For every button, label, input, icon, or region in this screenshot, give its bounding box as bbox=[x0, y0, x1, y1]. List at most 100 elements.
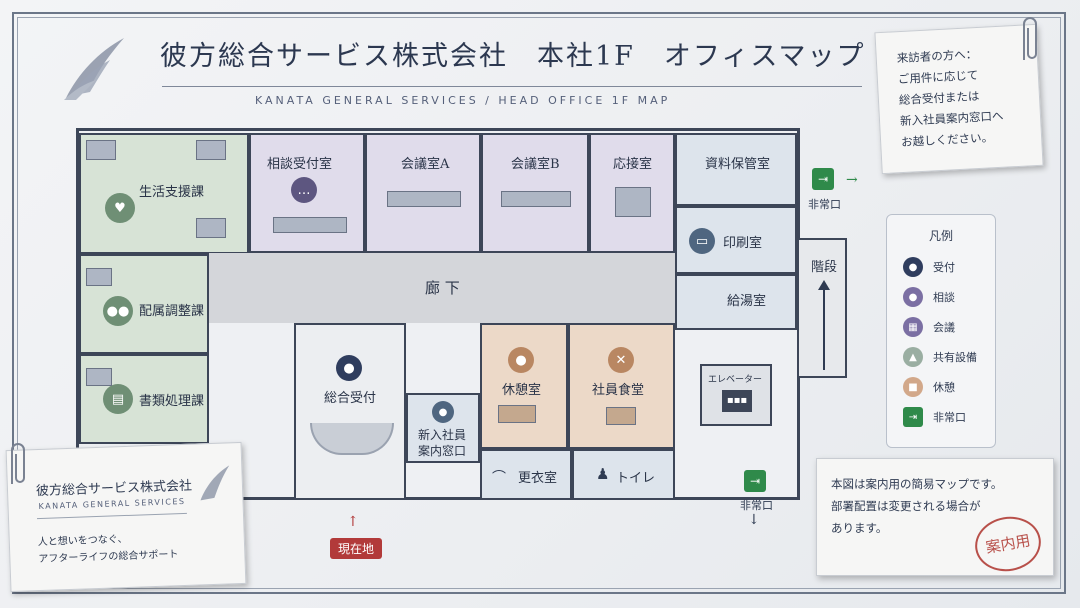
elevator[interactable]: エレベーター ▪▪▪ bbox=[700, 364, 772, 426]
room-label: 休憩室 bbox=[502, 383, 542, 398]
room-label: 社員食堂 bbox=[592, 383, 645, 398]
room-sougou[interactable]: ● 総合受付 bbox=[294, 323, 406, 500]
room-soudan[interactable]: 相談受付室 … bbox=[249, 133, 365, 253]
room-ousetsu[interactable]: 応接室 bbox=[589, 133, 675, 253]
desk bbox=[86, 368, 112, 386]
corridor-label: 廊 下 bbox=[425, 279, 460, 297]
counter bbox=[273, 217, 347, 233]
page-title: 彼方総合サービス株式会社 本社1F オフィスマップ bbox=[160, 41, 866, 72]
group-icon: ●● bbox=[103, 296, 133, 326]
stairs-arrow-icon bbox=[818, 280, 830, 370]
room-shiryou[interactable]: 資料保管室 bbox=[675, 133, 797, 206]
printer-icon: ▭ bbox=[689, 228, 715, 254]
desk bbox=[86, 268, 112, 286]
paperclip-icon bbox=[1023, 17, 1037, 60]
legend-item: ■ 休憩 bbox=[903, 377, 955, 397]
note-line: あります。 bbox=[831, 521, 888, 535]
utensils-icon: ✕ bbox=[608, 347, 634, 373]
card-company-en: KANATA GENERAL SERVICES bbox=[38, 496, 186, 512]
legend-label: 受付 bbox=[933, 261, 955, 274]
room-shokudou[interactable]: ✕ 社員食堂 bbox=[568, 323, 675, 449]
room-label: 会議室B bbox=[511, 157, 560, 172]
sofa-set bbox=[615, 187, 651, 217]
current-location-arrow-icon: ↑ bbox=[347, 514, 359, 530]
note-line: 部署配置は変更される場合が bbox=[831, 499, 981, 513]
room-label: 印刷室 bbox=[723, 236, 763, 251]
legend-item: ● 相談 bbox=[903, 287, 955, 307]
legend-label: 非常口 bbox=[933, 411, 966, 424]
room-label: 応接室 bbox=[613, 157, 653, 172]
shared-icon: ▲ bbox=[903, 347, 923, 367]
room-label: トイレ bbox=[616, 471, 656, 486]
exit-icon: ⇥ bbox=[903, 407, 923, 427]
room-label: 配属調整課 bbox=[139, 304, 205, 319]
outer-frame bbox=[12, 12, 1066, 594]
card-company: 彼方総合サービス株式会社 bbox=[35, 478, 193, 500]
room-kaigi-a[interactable]: 会議室A bbox=[365, 133, 481, 253]
legend-item: ● 受付 bbox=[903, 257, 955, 277]
page-subtitle: KANATA GENERAL SERVICES / HEAD OFFICE 1F… bbox=[255, 94, 671, 107]
room-label: 総合受付 bbox=[324, 391, 377, 406]
document-icon: ▤ bbox=[103, 384, 133, 414]
room-label: 相談受付室 bbox=[267, 157, 333, 172]
note-line: お越しください。 bbox=[900, 130, 994, 150]
room-label: 生活支援課 bbox=[139, 185, 205, 200]
reception-person-icon: ● bbox=[336, 355, 362, 381]
exit-icon: ⇥ bbox=[812, 168, 834, 190]
legend-label: 共有設備 bbox=[933, 351, 977, 364]
stairs[interactable]: 階段 bbox=[797, 238, 847, 378]
people-rest-icon: ● bbox=[508, 347, 534, 373]
elevator-people-icon: ▪▪▪ bbox=[722, 390, 752, 412]
meeting-table bbox=[501, 191, 571, 207]
rest-icon: ■ bbox=[903, 377, 923, 397]
room-label: 給湯室 bbox=[727, 294, 767, 309]
legend-label: 休憩 bbox=[933, 381, 955, 394]
legend-panel: 凡例 ●受付●相談▦会議▲共有設備■休憩⇥非常口 bbox=[886, 214, 996, 448]
toilet-icon: ♟ bbox=[596, 465, 610, 483]
hanger-icon: ⌒ bbox=[492, 470, 506, 486]
chat-icon: … bbox=[291, 177, 317, 203]
desk bbox=[86, 140, 116, 160]
dining-table bbox=[606, 407, 636, 425]
room-toilet[interactable]: トイレ ♟ bbox=[572, 449, 675, 500]
room-insatsu[interactable]: ▭ 印刷室 bbox=[675, 206, 797, 274]
meeting-icon: ▦ bbox=[903, 317, 923, 337]
title-divider bbox=[162, 86, 862, 87]
room-kyuutou[interactable]: 給湯室 bbox=[675, 274, 797, 330]
exit-arrow-icon: → bbox=[846, 172, 858, 188]
room-kouishitsu[interactable]: 更衣室 ⌒ bbox=[480, 449, 572, 500]
room-kyuukei[interactable]: ● 休憩室 bbox=[480, 323, 568, 449]
room-label: 書類処理課 bbox=[139, 394, 205, 409]
note-line: 本図は案内用の簡易マップです。 bbox=[831, 477, 1003, 491]
legend-label: 相談 bbox=[933, 291, 955, 304]
exit-label: 非常口 bbox=[740, 499, 773, 512]
exit-arrow-down-icon: ↓ bbox=[748, 512, 760, 528]
person-icon: ● bbox=[903, 257, 923, 277]
room-label: 更衣室 bbox=[518, 471, 558, 486]
paperclip-icon bbox=[11, 443, 25, 484]
reception-counter bbox=[310, 423, 394, 455]
desk bbox=[196, 140, 226, 160]
room-shinnyuu[interactable]: ● 新入社員 案内窓口 bbox=[406, 393, 480, 463]
inner-frame bbox=[17, 17, 1061, 589]
wing-logo-icon bbox=[64, 38, 124, 100]
company-card: 彼方総合サービス株式会社 KANATA GENERAL SERVICES 人と想… bbox=[5, 441, 247, 593]
current-location-badge: 現在地 bbox=[330, 538, 383, 559]
person-icon: ● bbox=[432, 401, 454, 423]
room-label: 新入社員 案内窓口 bbox=[418, 428, 467, 458]
room-label: エレベーター bbox=[708, 375, 763, 385]
room-kaigi-b[interactable]: 会議室B bbox=[481, 133, 589, 253]
card-tagline: アフターライフの総合サポート bbox=[38, 549, 179, 566]
corridor: 廊 下 bbox=[209, 253, 675, 323]
wing-logo-icon bbox=[200, 465, 230, 501]
person-icon: ● bbox=[903, 287, 923, 307]
exit-label: 非常口 bbox=[808, 198, 841, 211]
disclaimer-note: 本図は案内用の簡易マップです。 部署配置は変更される場合が あります。 案内用 bbox=[816, 458, 1054, 577]
meeting-table bbox=[387, 191, 461, 207]
room-label: 資料保管室 bbox=[705, 157, 771, 172]
heart-hand-icon: ♥ bbox=[105, 193, 135, 223]
card-divider bbox=[36, 512, 187, 520]
legend-label: 会議 bbox=[933, 321, 955, 334]
floor-plan: ♥ 生活支援課 ●● 配属調整課 ▤ 書類処理課 相談受付室 … 会議室A 会議… bbox=[76, 128, 847, 500]
desk bbox=[196, 218, 226, 238]
